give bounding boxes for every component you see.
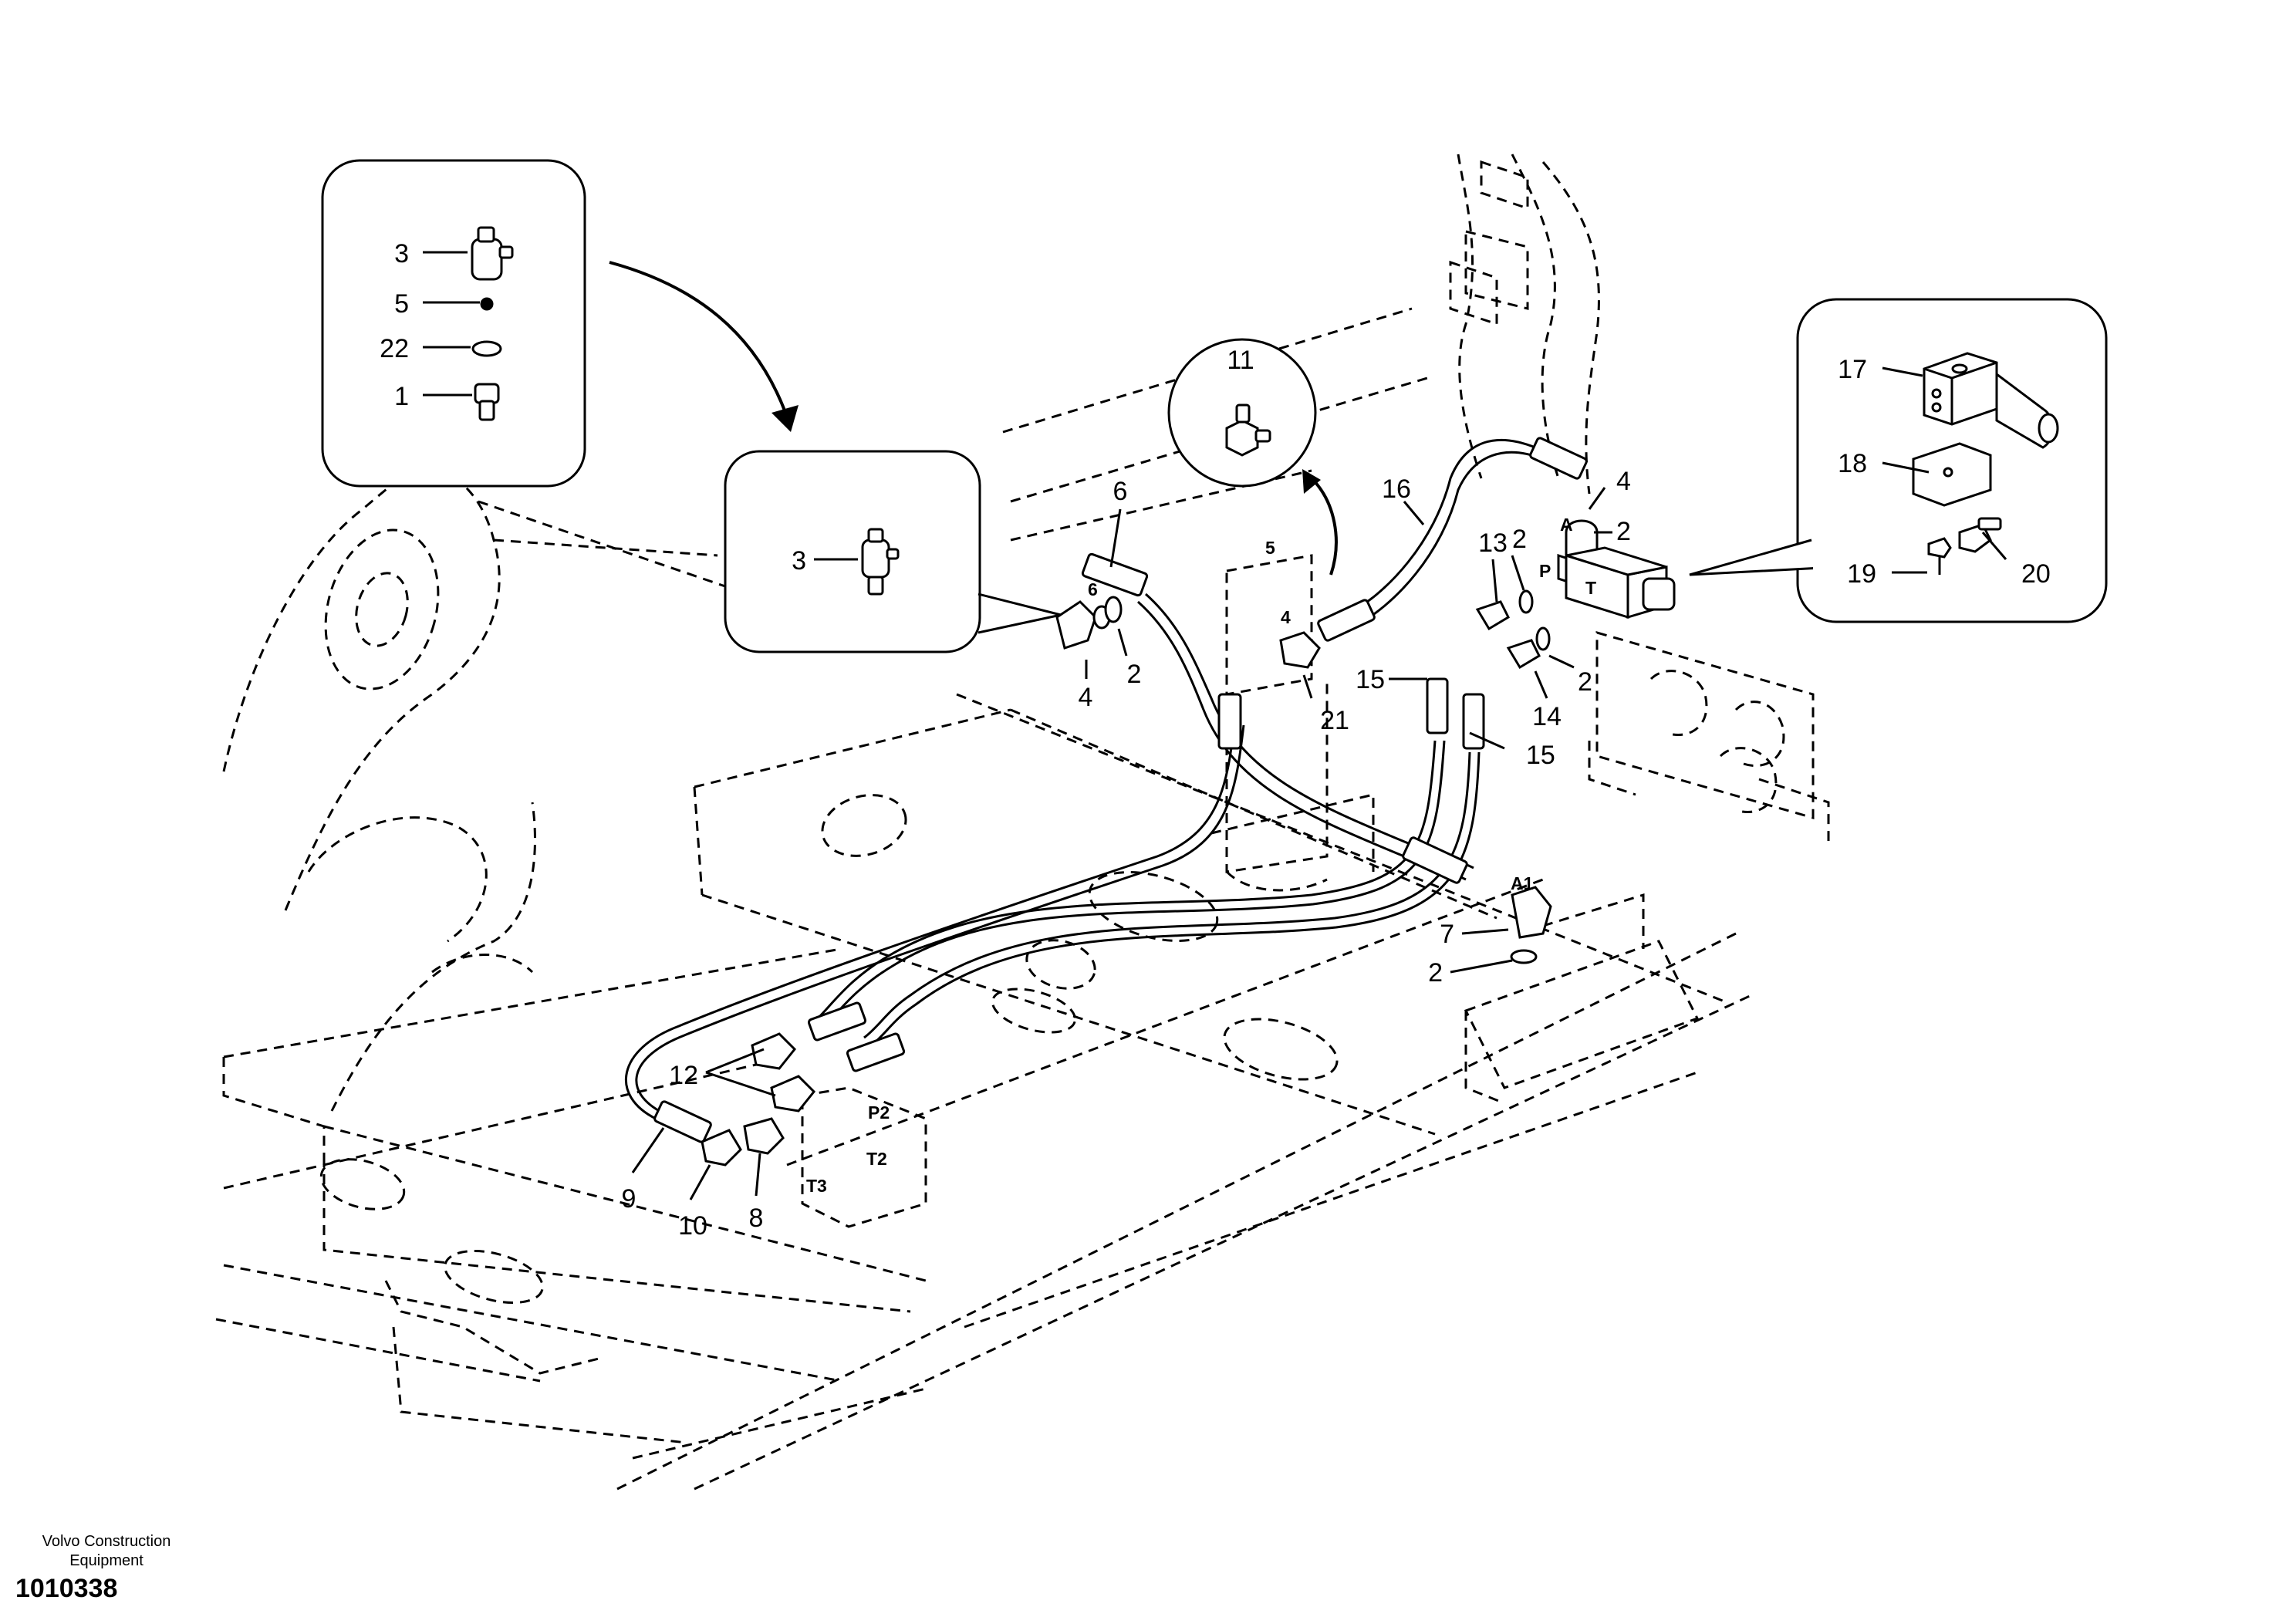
callout-6: 6 bbox=[1113, 477, 1128, 506]
callout-21: 21 bbox=[1320, 706, 1349, 735]
arrow-inset-to-inset bbox=[609, 261, 799, 432]
callout-15-right: 15 bbox=[1526, 741, 1555, 770]
callout-5: 5 bbox=[394, 289, 409, 319]
callout-17: 17 bbox=[1838, 355, 1867, 384]
callout-2-mid: 2 bbox=[1512, 525, 1527, 554]
callout-10: 10 bbox=[678, 1211, 707, 1241]
port-mark-5: 5 bbox=[1265, 538, 1275, 558]
port-t2: T2 bbox=[866, 1149, 887, 1169]
port-p2: P2 bbox=[868, 1102, 890, 1123]
callout-15-left: 15 bbox=[1356, 665, 1385, 694]
callout-numbers: 6 4 2 21 16 4 2 13 2 15 15 14 2 7 2 12 9… bbox=[622, 467, 1631, 1241]
inset-solenoid-valve: 17 18 19 20 bbox=[1689, 298, 2108, 623]
hose-fittings bbox=[653, 437, 1588, 1143]
company-line-2: Equipment bbox=[69, 1552, 144, 1569]
callout-4-right: 4 bbox=[1616, 467, 1631, 496]
company-name: Volvo Construction Equipment bbox=[14, 1532, 199, 1571]
port-labels: A P T A1 P2 T2 T3 5 6 4 bbox=[806, 515, 1596, 1196]
company-line-1: Volvo Construction bbox=[42, 1533, 171, 1550]
callout-9: 9 bbox=[622, 1184, 636, 1214]
port-a: A bbox=[1560, 515, 1573, 535]
port-t3: T3 bbox=[806, 1176, 827, 1196]
callout-12: 12 bbox=[669, 1061, 698, 1090]
leader-lines bbox=[631, 487, 1612, 1200]
callout-3-inset: 3 bbox=[394, 239, 409, 268]
port-a1: A1 bbox=[1511, 873, 1534, 893]
callout-7: 7 bbox=[1440, 920, 1454, 949]
fittings-main bbox=[701, 519, 1606, 1167]
callout-16: 16 bbox=[1382, 474, 1411, 504]
callout-3-detail: 3 bbox=[792, 546, 806, 576]
port-t: T bbox=[1585, 578, 1596, 598]
port-p: P bbox=[1539, 561, 1551, 581]
callout-18: 18 bbox=[1838, 449, 1867, 478]
port-mark-6: 6 bbox=[1088, 579, 1098, 599]
callout-13: 13 bbox=[1478, 528, 1508, 558]
callout-1: 1 bbox=[394, 382, 409, 411]
inset-valve-assembly: 3 5 22 1 bbox=[321, 159, 586, 488]
inset-fitting-11: 11 bbox=[1167, 338, 1338, 576]
reference-number: 1010338 bbox=[15, 1574, 118, 1603]
callout-22: 22 bbox=[380, 334, 409, 363]
callout-8: 8 bbox=[749, 1204, 764, 1233]
port-mark-4: 4 bbox=[1281, 607, 1291, 627]
valve-block-apt bbox=[1565, 546, 1676, 620]
inset-valve-3: 3 bbox=[724, 450, 1062, 653]
callout-2-right: 2 bbox=[1578, 667, 1592, 697]
callout-11: 11 bbox=[1227, 346, 1254, 375]
callout-2-bottom: 2 bbox=[1428, 958, 1443, 988]
callout-2-left: 2 bbox=[1127, 660, 1142, 689]
callout-19: 19 bbox=[1847, 559, 1876, 589]
callout-4-left: 4 bbox=[1079, 683, 1093, 712]
callout-20: 20 bbox=[2021, 559, 2051, 589]
callout-14: 14 bbox=[1532, 702, 1562, 731]
callout-2-top-right: 2 bbox=[1616, 517, 1631, 546]
